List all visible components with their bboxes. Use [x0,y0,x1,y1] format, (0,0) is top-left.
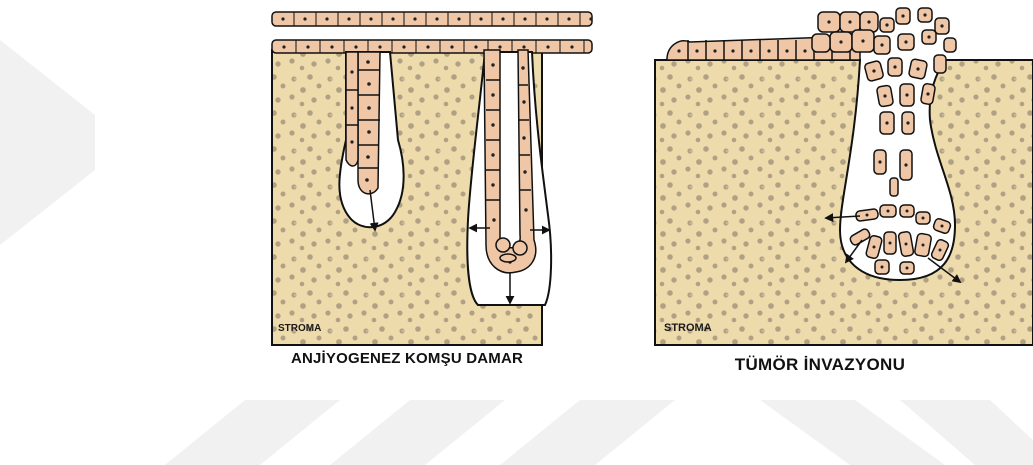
cell-nucleus [589,17,592,20]
left-vessel-bottom-wall [272,40,592,53]
cell-nucleus [281,17,284,20]
cell-nucleus [426,45,429,48]
cell-nucleus [474,45,477,48]
caption-tumor-invasion: TÜMÖR İNVAZYONU [690,355,950,375]
right-panel [655,8,1033,345]
cell-nucleus [413,17,416,20]
cell-nucleus [435,17,438,20]
cell-nucleus [402,45,405,48]
caption-angiogenesis: ANJİYOGENEZ KOMŞU DAMAR [272,350,542,367]
left-panel [272,12,593,345]
right-stroma-block [655,60,1033,345]
cell-nucleus [282,45,285,48]
cell-nucleus [767,49,770,52]
cell-nucleus [713,49,716,52]
cell-nucleus [378,45,381,48]
cell-nucleus [749,49,752,52]
cell-nucleus [479,17,482,20]
cell-nucleus [803,49,806,52]
cell-nucleus [567,17,570,20]
cell-nucleus [695,49,698,52]
cell-nucleus [391,17,394,20]
cell-nucleus [546,45,549,48]
cell-nucleus [306,45,309,48]
cell-nucleus [731,49,734,52]
cell-nucleus [325,17,328,20]
cell-nucleus [785,49,788,52]
cell-nucleus [457,17,460,20]
cell-nucleus [498,45,501,48]
cell-nucleus [522,45,525,48]
cell-nucleus [677,49,680,52]
cell-nucleus [330,45,333,48]
cell-nucleus [369,17,372,20]
cell-nucleus [545,17,548,20]
stroma-label-right: STROMA [664,322,712,334]
cell-nucleus [501,17,504,20]
cell-nucleus [347,17,350,20]
cell-nucleus [450,45,453,48]
cell-nucleus [523,17,526,20]
cell-nucleus [303,17,306,20]
cell-nucleus [570,45,573,48]
cell-nucleus [354,45,357,48]
left-vessel-top-wall [272,12,593,26]
stroma-label-left: STROMA [278,323,321,334]
